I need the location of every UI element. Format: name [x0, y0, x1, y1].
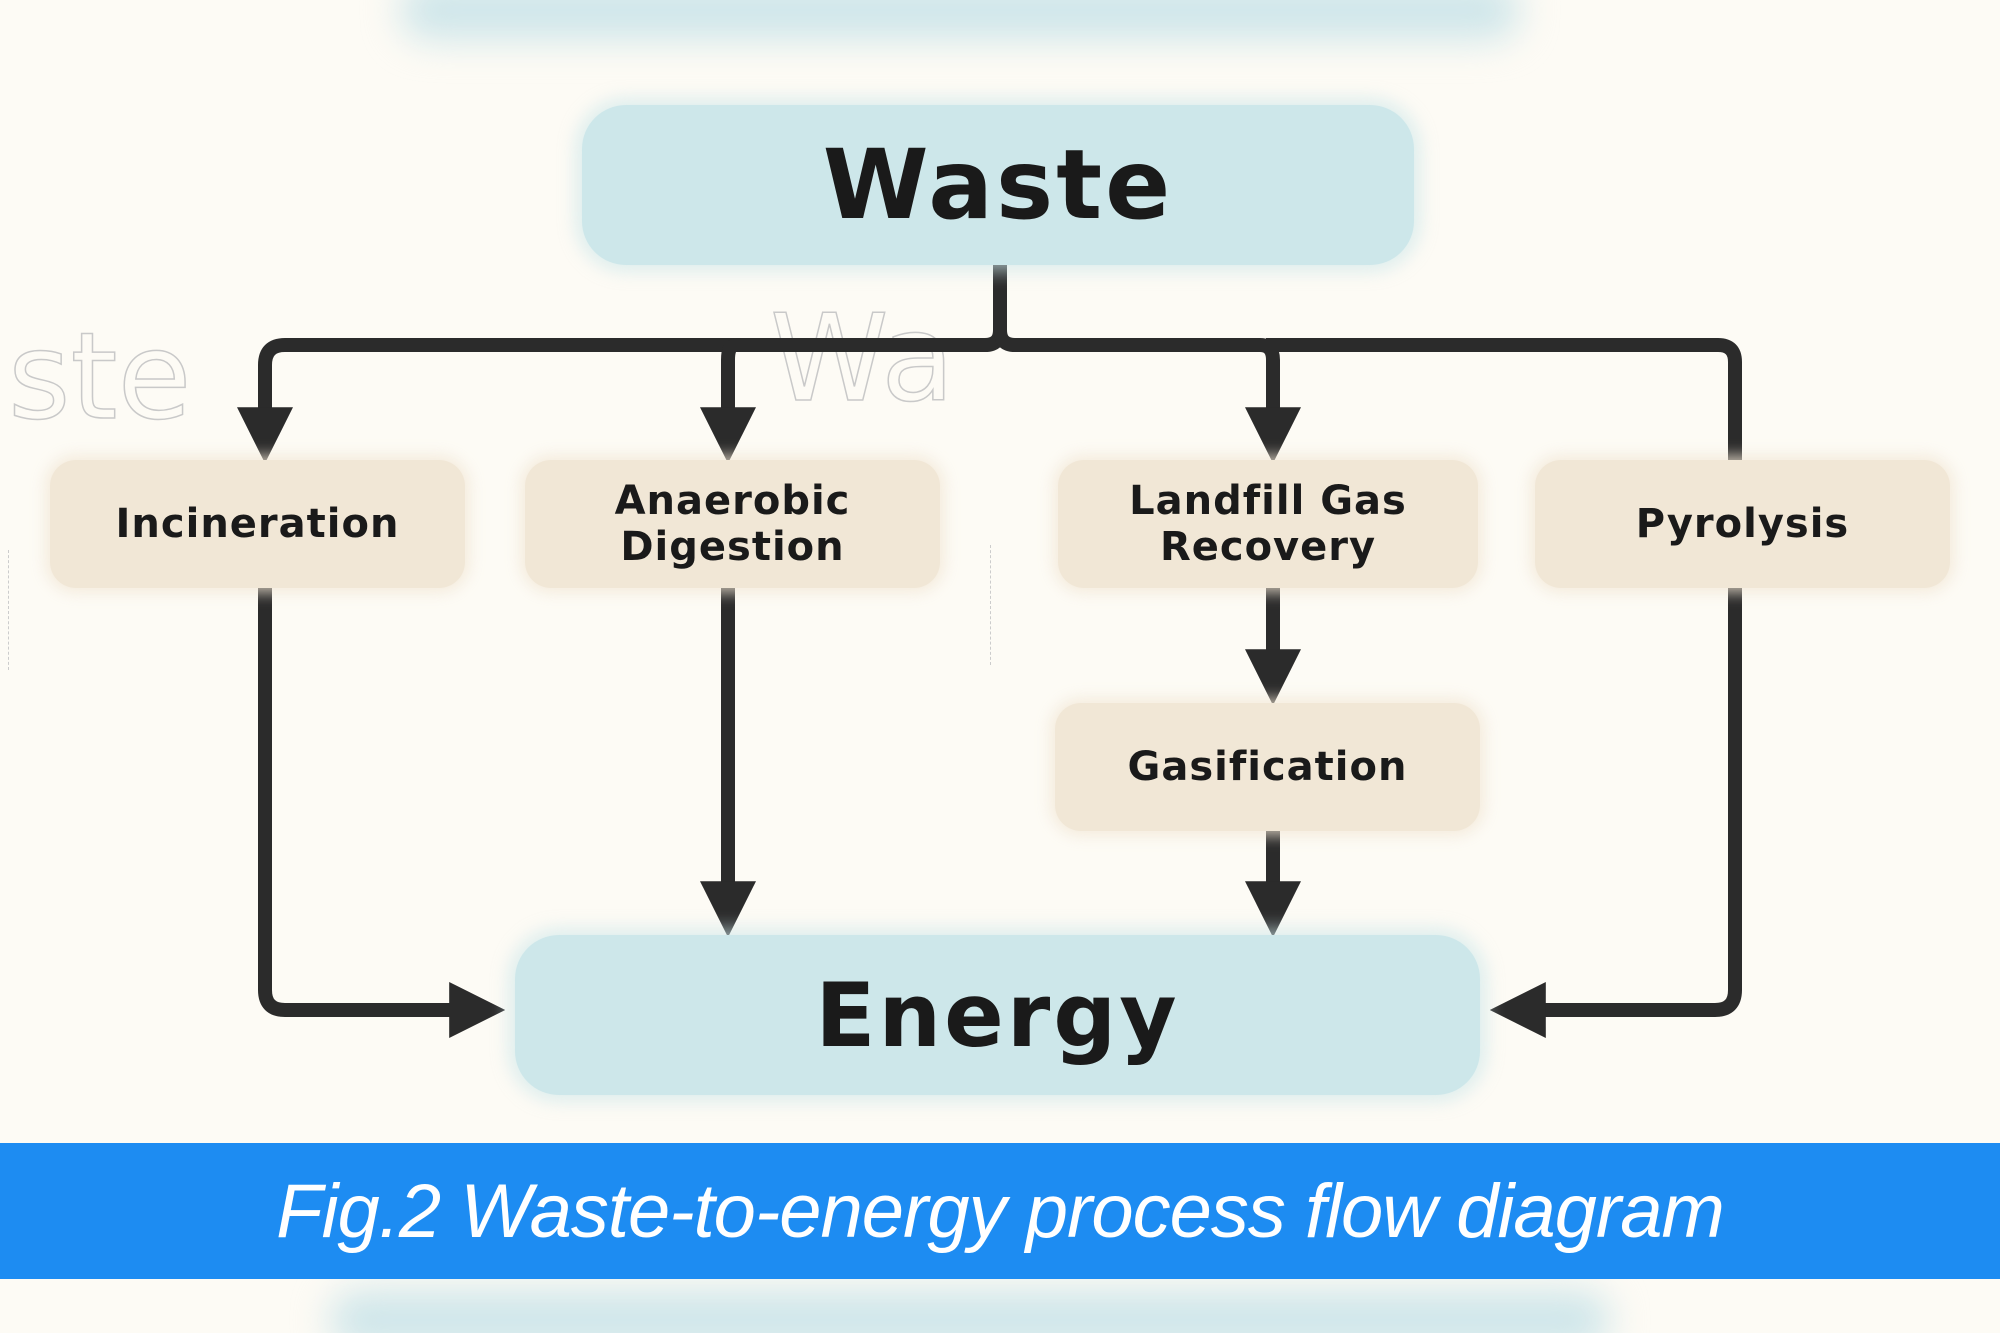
- node-anaerobic-digestion-label: Anaerobic Digestion: [614, 478, 851, 570]
- node-pyrolysis-label: Pyrolysis: [1635, 501, 1850, 547]
- edge-waste-trunk: [237, 265, 1007, 464]
- node-waste-label: Waste: [822, 129, 1174, 241]
- node-landfill-gas-recovery-label: Landfill Gas Recovery: [1129, 478, 1407, 570]
- ghost-watermark-center: Wa: [769, 290, 955, 429]
- ghost-dashed-mark-left: [8, 550, 9, 670]
- figure-caption: Fig.2 Waste-to-energy process flow diagr…: [276, 1168, 1725, 1254]
- edge-waste-anaerobic: [700, 337, 756, 464]
- node-gasification-label: Gasification: [1127, 744, 1408, 790]
- node-anaerobic-digestion: Anaerobic Digestion: [525, 460, 940, 588]
- edge-waste-pyrolysis: [1266, 338, 1742, 465]
- node-energy: Energy: [515, 935, 1480, 1095]
- node-energy-label: Energy: [815, 963, 1180, 1067]
- ghost-dashed-mark-center: [990, 545, 991, 665]
- node-landfill-gas-recovery: Landfill Gas Recovery: [1058, 460, 1478, 588]
- flow-connectors: [237, 265, 1742, 1038]
- ghost-watermark-left: ste: [7, 308, 192, 447]
- node-pyrolysis: Pyrolysis: [1535, 460, 1950, 588]
- node-waste: Waste: [582, 105, 1414, 265]
- node-incineration-label: Incineration: [115, 501, 400, 547]
- edge-incineration-energy: [258, 585, 506, 1038]
- figure-caption-bar: Fig.2 Waste-to-energy process flow diagr…: [0, 1143, 2000, 1279]
- node-gasification: Gasification: [1055, 703, 1480, 831]
- node-incineration: Incineration: [50, 460, 465, 588]
- top-blur-band: [400, 0, 1520, 40]
- edge-waste-landfill: [992, 322, 1301, 464]
- bottom-blur-band: [330, 1290, 1610, 1333]
- edge-pyrolysis-energy: [1489, 585, 1742, 1038]
